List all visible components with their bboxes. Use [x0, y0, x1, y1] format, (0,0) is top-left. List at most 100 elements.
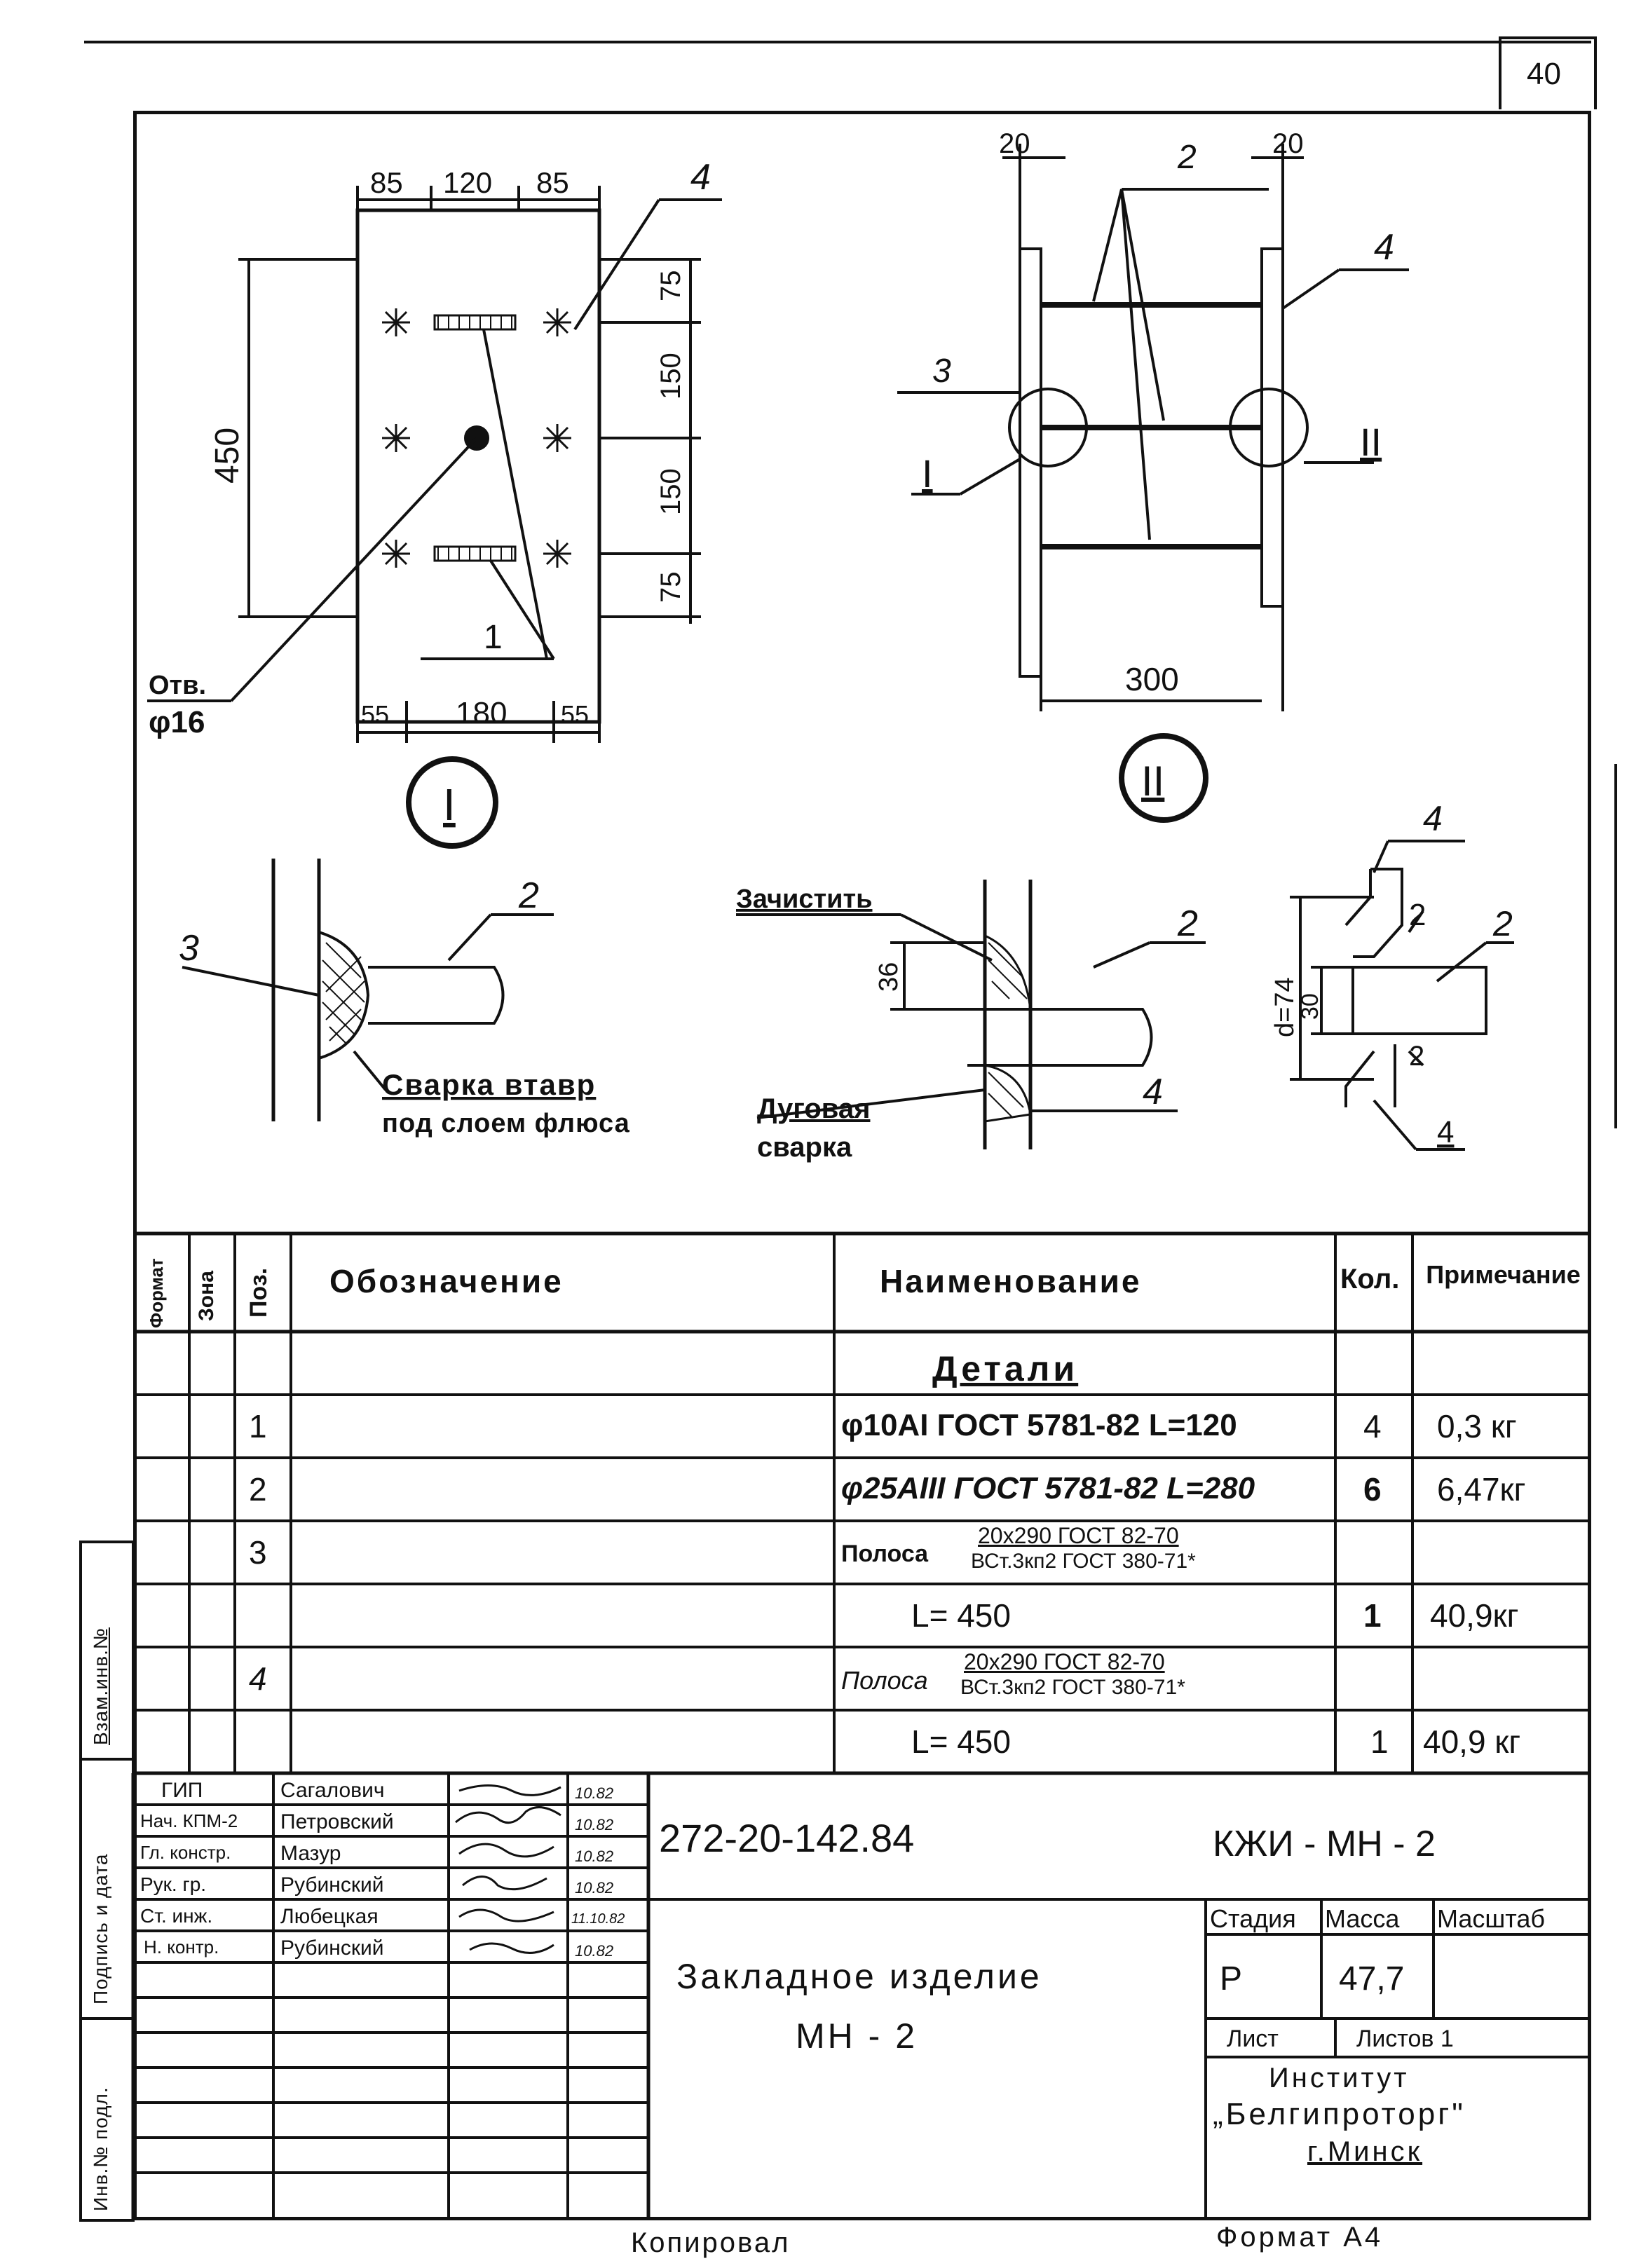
- detail-i-note-1: Сварка втавр: [382, 1068, 596, 1101]
- stud-mark: [543, 424, 571, 452]
- header-zone: Зона: [195, 1271, 218, 1321]
- plate-outline: [355, 208, 601, 724]
- bar-section: [1351, 966, 1487, 1035]
- dim-right-2: 150: [655, 353, 686, 399]
- section-node-ii: II: [1360, 420, 1382, 464]
- dim-right-1: 75: [655, 271, 686, 302]
- org-line3: г.Минск: [1307, 2136, 1423, 2167]
- detail-i-leader-3: 3: [179, 928, 199, 969]
- section-dim-300: 300: [1125, 661, 1179, 697]
- row-2-note: 6,47кг: [1437, 1471, 1526, 1508]
- dim-20-left: 20: [999, 128, 1030, 159]
- detail-ii-leader-4: 4: [1143, 1072, 1163, 1112]
- footer-format: Формат А4: [1216, 2222, 1384, 2253]
- detail-ii-clean: Зачистить: [736, 884, 873, 914]
- signer-6-name: Рубинский: [280, 1936, 384, 1960]
- section-title-details: Детали: [932, 1349, 1079, 1388]
- row-4-qty: 1: [1363, 1597, 1382, 1634]
- signer-1-name: Сагалович: [280, 1779, 385, 1802]
- drawing-frame: [133, 111, 1591, 2220]
- signatures: [455, 1784, 561, 1954]
- row-3-name-bottom: ВСт.3кп2 ГОСТ 380-71*: [971, 1550, 1196, 1573]
- stud-mark: [382, 540, 410, 568]
- node-ii-circle: [1229, 388, 1309, 467]
- row-5-name-prefix: Полоса: [841, 1666, 928, 1695]
- dim-top-2: 120: [443, 166, 492, 199]
- sheet-number-box: [1499, 36, 1597, 109]
- signer-4-role: Рук. гр.: [140, 1873, 207, 1895]
- signer-6-role: Н. контр.: [144, 1936, 219, 1958]
- doc-title-line1: Закладное изделие: [676, 1957, 1042, 1996]
- doc-title-line2: МН - 2: [796, 2016, 918, 2056]
- header-qty: Кол.: [1340, 1264, 1400, 1294]
- org-line1: Институт: [1269, 2063, 1410, 2093]
- sheets-label: Листов 1: [1356, 2026, 1454, 2052]
- header-name: Наименование: [880, 1263, 1142, 1299]
- weld-bead-i: [318, 930, 370, 1060]
- row-2-name: φ25AIII ГОСТ 5781-82 L=280: [841, 1471, 1255, 1505]
- detail-i-leader-2: 2: [518, 875, 539, 916]
- row-1-note: 0,3 кг: [1437, 1408, 1517, 1444]
- signer-2-role: Нач. КПМ-2: [140, 1810, 238, 1831]
- header-format: Формат: [146, 1258, 167, 1328]
- dim-20-right: 20: [1272, 128, 1304, 159]
- dim-right-3: 150: [655, 468, 686, 515]
- signer-4-date: 10.82: [575, 1879, 614, 1897]
- row-6-name: L= 450: [911, 1723, 1011, 1760]
- hole-label: Отв.: [149, 671, 206, 700]
- detail-i-title: I: [443, 779, 456, 830]
- signer-1-date: 10.82: [575, 1784, 614, 1802]
- bar-i: [368, 966, 505, 1025]
- row-2-qty: 6: [1363, 1471, 1382, 1508]
- row-1-qty: 4: [1363, 1408, 1382, 1444]
- detail-ii-badge: [1119, 733, 1208, 823]
- row-6-note: 40,9 кг: [1423, 1723, 1521, 1760]
- row-5-pos: 4: [249, 1660, 267, 1697]
- sheet-number: 40: [1527, 57, 1561, 91]
- dim-top-1: 85: [370, 166, 403, 199]
- weld-bead-ii-bottom: [983, 1064, 1032, 1123]
- signer-5-date: 11.10.82: [571, 1911, 625, 1927]
- signer-1-role: ГИП: [161, 1779, 203, 1802]
- dim-bottom-3: 55: [561, 700, 589, 729]
- detail-ii-dim-36: 36: [874, 962, 904, 992]
- dim-left: 450: [209, 428, 246, 484]
- dim-right-4: 75: [655, 572, 686, 603]
- org-line2: „Белгипроторг": [1213, 2097, 1466, 2131]
- detail-i-badge: [406, 756, 498, 849]
- mass-value: 47,7: [1339, 1960, 1405, 1997]
- dim-top-3: 85: [536, 166, 569, 199]
- row-4-name: L= 450: [911, 1597, 1011, 1634]
- section-node-i: I: [922, 451, 933, 496]
- row-6-qty: 1: [1370, 1723, 1389, 1760]
- footer-copied: Копировал: [631, 2227, 791, 2258]
- stud-mark: [543, 540, 571, 568]
- signer-2-name: Петровский: [280, 1810, 394, 1833]
- detail-ii-leader-2: 2: [1177, 903, 1198, 944]
- signer-2-date: 10.82: [575, 1816, 614, 1833]
- right-dim-30: 30: [1297, 993, 1323, 1020]
- node-i-circle: [1008, 388, 1088, 467]
- dim-bottom-2: 180: [456, 696, 507, 730]
- bar-weld-bottom: [433, 545, 517, 562]
- hole-diameter: φ16: [149, 705, 205, 739]
- header-designation: Обозначение: [329, 1263, 564, 1299]
- section-leader-3: 3: [932, 353, 951, 390]
- sheet-label: Лист: [1227, 2026, 1279, 2052]
- doc-code: КЖИ - МН - 2: [1213, 1824, 1436, 1864]
- signer-3-date: 10.82: [575, 1847, 614, 1865]
- detail-ii-title: II: [1141, 758, 1164, 805]
- right-leader-2-c: 2: [1409, 1041, 1424, 1072]
- section-leader-4: 4: [1374, 227, 1394, 268]
- row-5-name-bottom: ВСт.3кп2 ГОСТ 380-71*: [960, 1676, 1185, 1699]
- right-leader-4-top: 4: [1423, 799, 1443, 838]
- signer-5-name: Любецкая: [280, 1905, 379, 1928]
- row-3-pos: 3: [249, 1534, 267, 1571]
- bar-weld-top: [433, 314, 517, 331]
- row-1-name: φ10AI ГОСТ 5781-82 L=120: [841, 1408, 1237, 1442]
- header-note: Примечание: [1426, 1260, 1581, 1289]
- drawing-area: 85 120 85 75 150 150 75 450 55 180 55 1 …: [147, 128, 1514, 1163]
- right-leader-2-a: 2: [1409, 898, 1426, 932]
- right-dim-d: d=74: [1270, 977, 1300, 1037]
